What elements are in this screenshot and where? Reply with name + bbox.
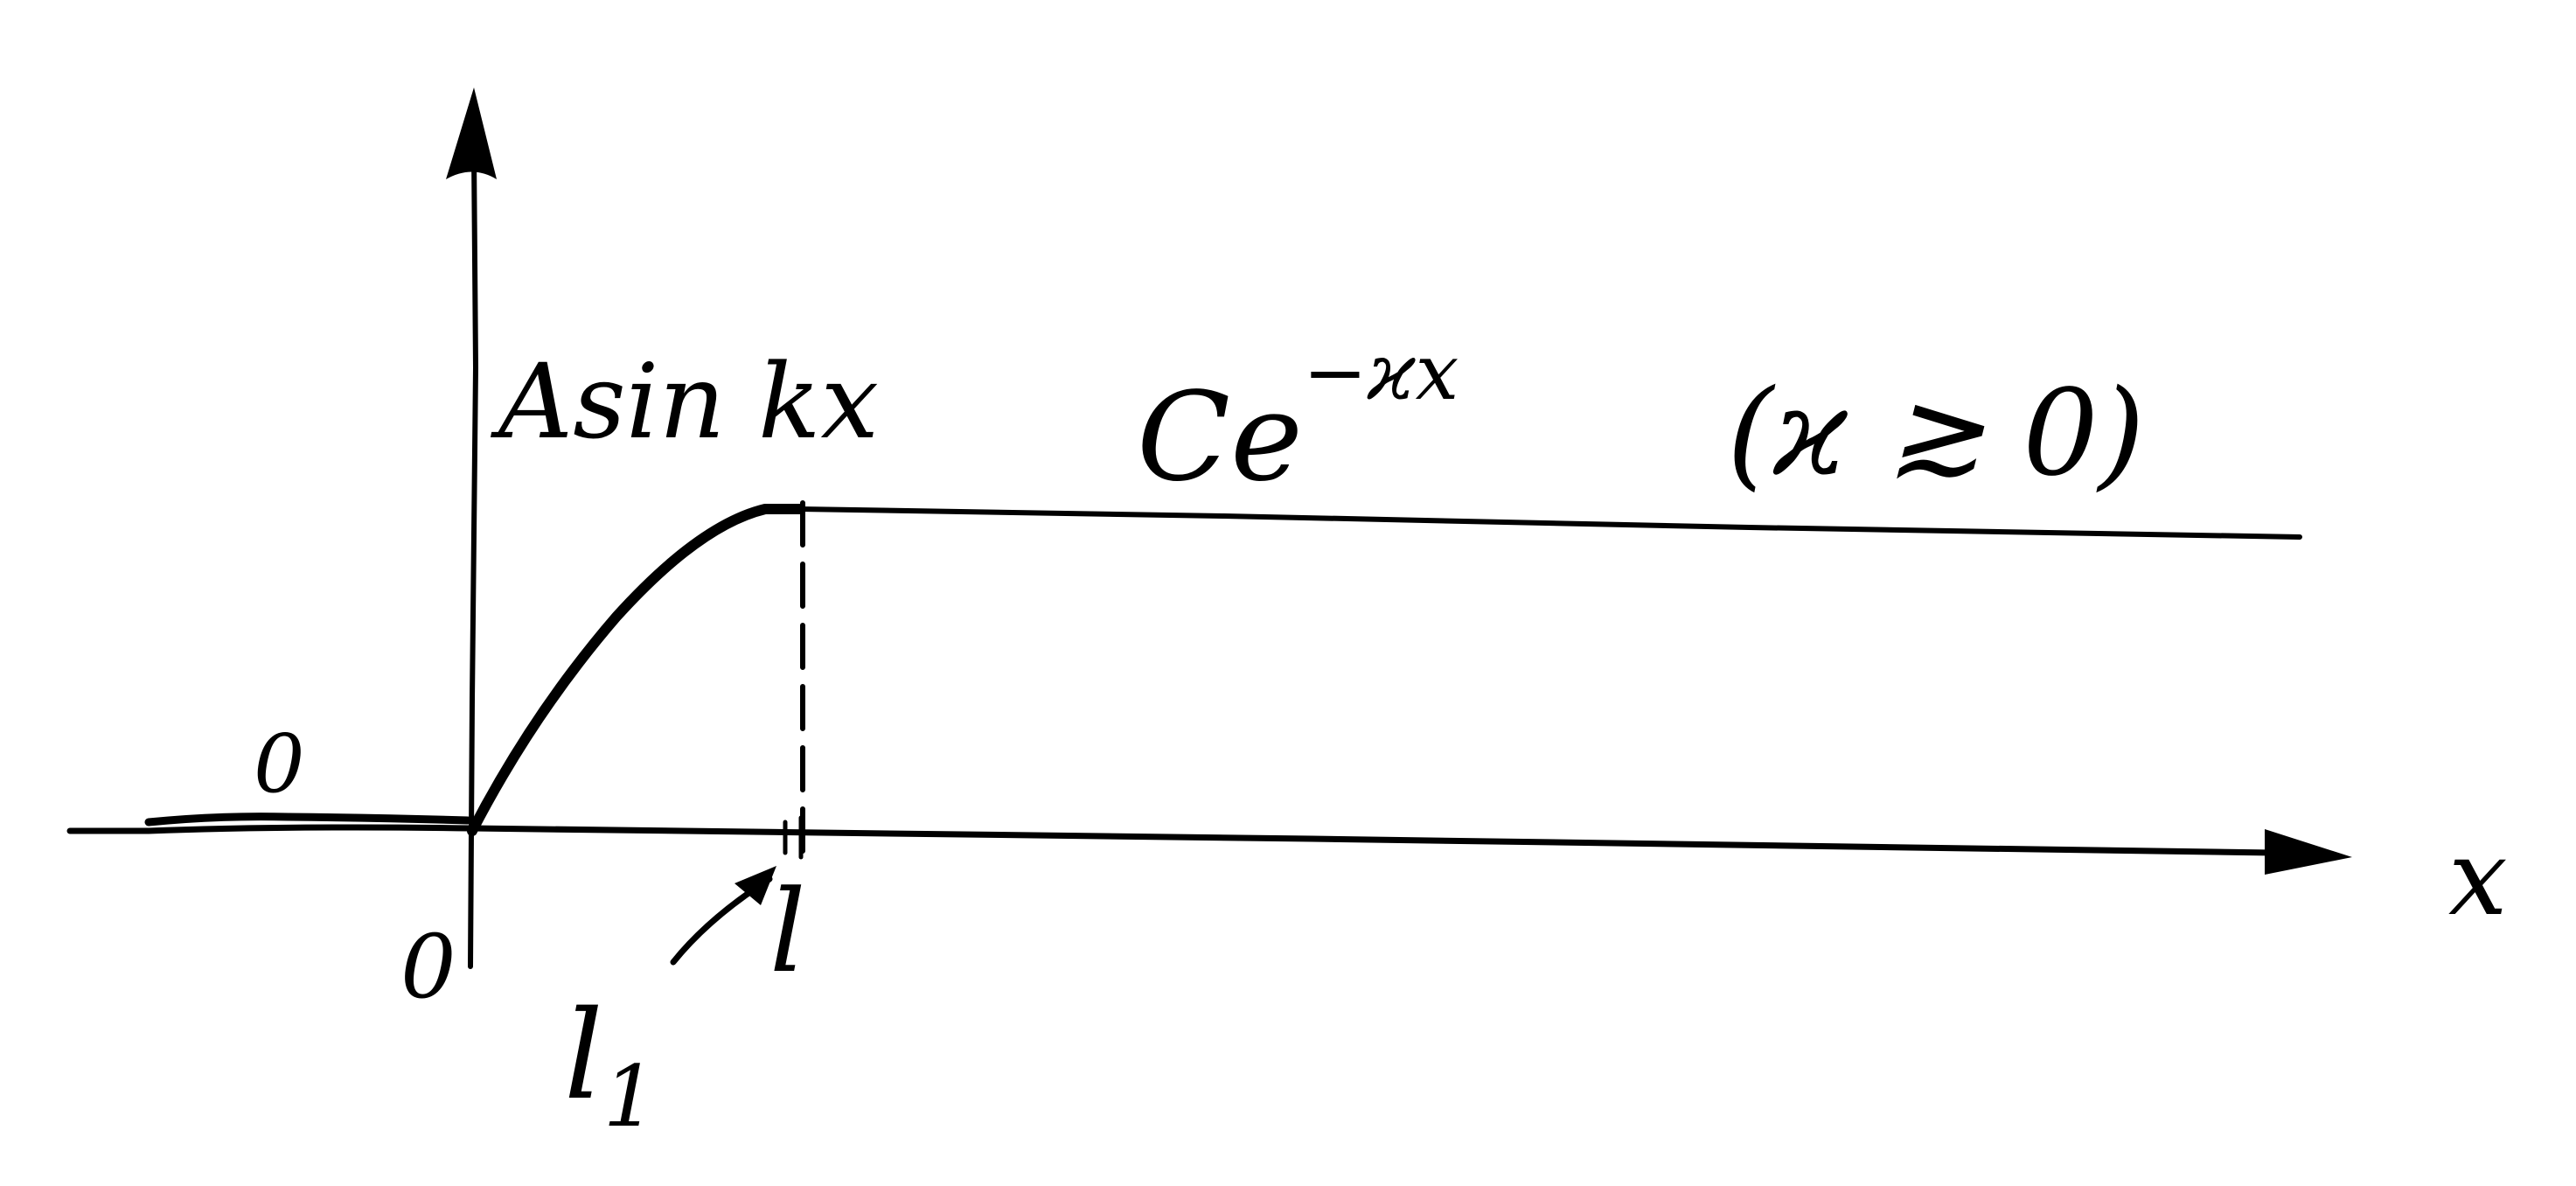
origin-label: 0 bbox=[400, 916, 456, 1018]
inner-point-subscript: 1 bbox=[603, 1048, 657, 1146]
x-axis-label: x bbox=[2448, 818, 2508, 939]
well-edge-label: l bbox=[769, 865, 806, 998]
x-axis-line bbox=[66, 824, 2277, 856]
inner-point-base: l bbox=[564, 985, 603, 1127]
condition-label: (ϰ ≳ 0) bbox=[1727, 365, 2145, 503]
y-axis-line bbox=[468, 150, 478, 969]
zero-region-label: 0 bbox=[254, 717, 305, 811]
outer-function-exponent: −ϰx bbox=[1303, 327, 1459, 417]
y-axis-arrowhead bbox=[446, 87, 497, 179]
outer-function-label: Ce−ϰx bbox=[1137, 327, 1459, 509]
inner-point-label: l1 bbox=[564, 985, 657, 1146]
zero-region-curve bbox=[144, 813, 472, 827]
sine-curve bbox=[467, 504, 805, 836]
exponential-curve bbox=[797, 506, 2302, 540]
inner-function-label: Asin kx bbox=[491, 341, 879, 462]
x-axis-arrowhead bbox=[2265, 829, 2352, 875]
l1-pointer-arrowhead bbox=[735, 866, 776, 905]
outer-function-base: Ce bbox=[1137, 366, 1303, 509]
